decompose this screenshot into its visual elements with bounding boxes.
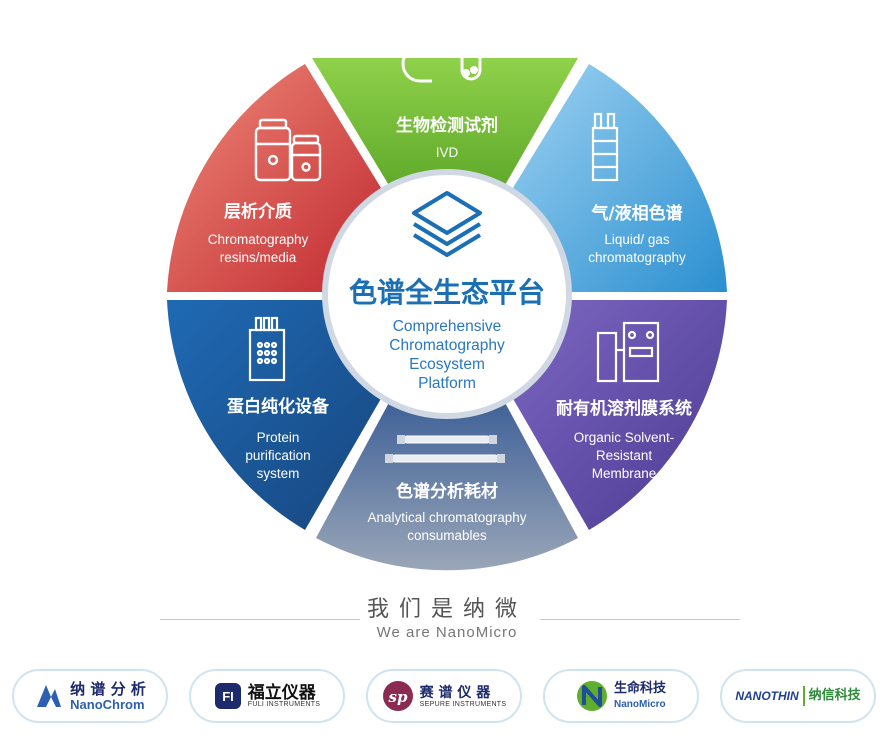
logo-nanomicro-life[interactable]: 生命科技 NanoMicro [543,669,699,723]
center-subtitle-line: Ecosystem [409,356,485,373]
instrument-icon [591,112,619,182]
segment-protein-subtitle: Protein [257,430,300,445]
segment-consumables-subtitle: consumables [407,528,487,543]
segment-protein-title: 蛋白纯化设备 [227,396,330,417]
logo-fuli-en: FULI INSTRUMENTS [247,700,321,708]
tagline-en: We are NanoMicro [376,624,518,641]
segment-protein-subtitle: system [257,466,300,481]
column-icon [385,435,505,463]
bottles-icon [254,118,322,182]
fuli-logo-icon: FI [214,683,241,709]
logo-nanomicro-life-cn: 生命科技 [613,680,666,696]
brand-logo-row: 纳 谱 分 析 NanoChrom FI 福立仪器 FULI INSTRUMEN… [0,669,894,729]
segment-membrane [508,300,727,530]
logo-nanothin[interactable]: NANOTHIN 纳信科技 [720,669,876,723]
platform-wheel-diagram: 色谱全生态平台 Comprehensive Chromatography Eco… [167,43,727,571]
nanomicro-life-logo-icon [576,681,607,711]
segment-ivd-title: 生物检测试剂 [396,115,498,136]
segment-ivd-subtitle: IVD [436,145,459,160]
center-subtitle-line: Chromatography [389,337,505,354]
segment-lc-gc-title: 气/液相色谱 [590,203,682,224]
logo-nanothin-en: NANOTHIN [735,688,799,703]
center-subtitle-line: Platform [418,375,476,392]
segment-membrane-title: 耐有机溶剂膜系统 [556,398,692,419]
logo-nanochrom[interactable]: 纳 谱 分 析 NanoChrom [12,669,168,723]
segment-lc-gc-subtitle: chromatography [588,250,686,265]
segment-lc-gc-subtitle: Liquid/ gas [604,232,670,247]
segment-membrane-subtitle: Organic Solvent- [574,430,675,445]
sepure-logo-icon: sp [382,681,413,711]
logo-sepure-cn: 赛 谱 仪 器 [419,684,491,701]
stacked-layers-icon [412,191,482,257]
segment-ivd [312,58,578,192]
tagline-cn: 我们是纳微 [366,597,527,622]
logo-sepure-en: SEPURE INSTRUMENTS [419,700,507,708]
logo-fuli-cn: 福立仪器 [247,682,316,703]
logo-fuli[interactable]: FI 福立仪器 FULI INSTRUMENTS [189,669,345,723]
nanochrom-logo-icon [37,685,62,707]
svg-text:FI: FI [222,689,234,704]
segment-consumables-subtitle: Analytical chromatography [367,510,526,525]
logo-nanochrom-cn: 纳 谱 分 析 [70,679,146,698]
logo-nanochrom-en: NanoChrom [70,696,145,712]
segment-membrane-subtitle: Membrane [592,466,657,481]
segment-resins-subtitle: resins/media [220,250,297,265]
logo-nanomicro-life-en: NanoMicro [613,698,666,710]
segment-protein [167,300,386,530]
segment-resins-title: 层析介质 [224,201,292,222]
center-disc [322,169,572,419]
tagline-rule-right [540,619,740,620]
segment-consumables [316,397,578,571]
center-title: 色谱全生态平台 [349,276,545,309]
membrane-system-icon [596,321,660,383]
segment-protein-subtitle: purification [245,448,310,463]
segment-membrane-subtitle: Resistant [596,448,653,463]
magnet-tube-icon [401,43,484,83]
logo-nanothin-cn: 纳信科技 [808,688,861,703]
purification-device-icon [248,316,286,382]
logo-sepure[interactable]: sp 赛 谱 仪 器 SEPURE INSTRUMENTS [366,669,522,723]
svg-text:sp: sp [388,688,407,706]
center-subtitle-line: Comprehensive [393,318,502,335]
segment-resins [167,64,386,292]
nanothin-logo-icon [802,686,805,706]
segment-resins-subtitle: Chromatography [208,232,309,247]
tagline-rule-left [160,619,360,620]
segment-consumables-title: 色谱分析耗材 [396,481,498,502]
